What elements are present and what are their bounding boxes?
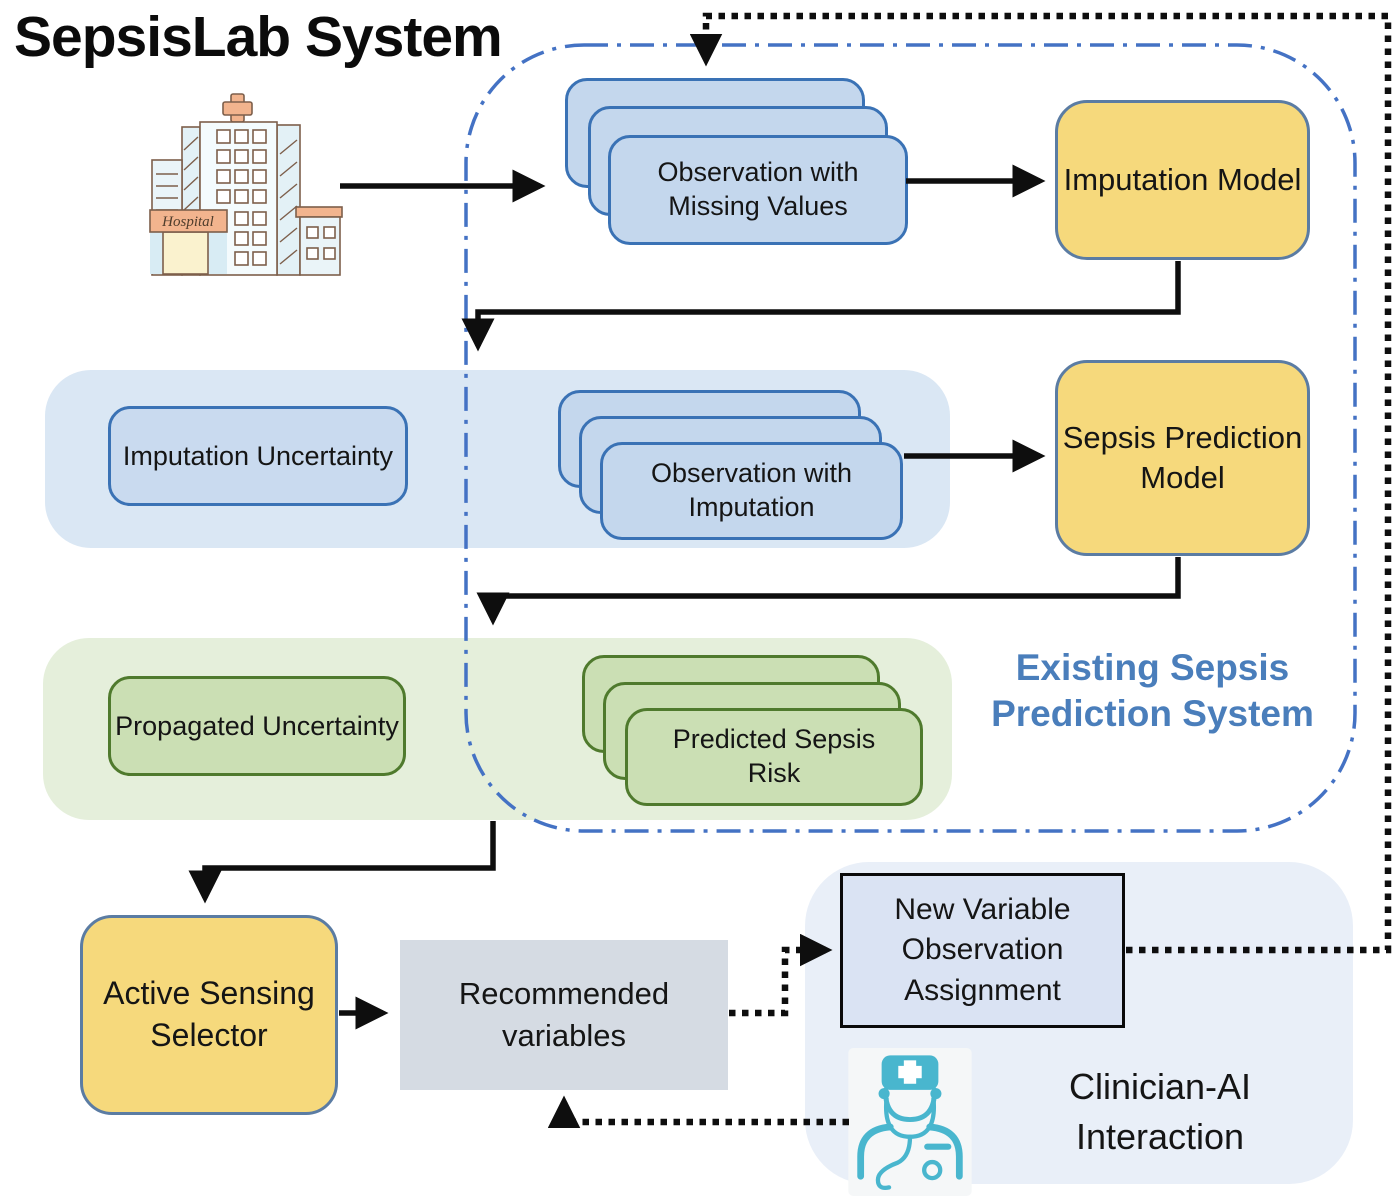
- hospital-windows: [216, 129, 267, 266]
- clinician-icon: [848, 1048, 972, 1196]
- stack-card-front: Observation with Missing Values: [608, 135, 908, 245]
- hospital-icon: Hospital: [146, 90, 343, 282]
- arrow-risk-band-to-active-sensing: [188, 821, 496, 904]
- propagated-uncertainty-box: Propagated Uncertainty: [108, 676, 406, 776]
- sepsis-prediction-model-label: Sepsis Prediction Model: [1062, 419, 1303, 495]
- obs-imputation-label: Observation with Imputation: [650, 458, 853, 522]
- new-variable-assignment-box: New Variable Observation Assignment: [840, 873, 1125, 1028]
- propagated-uncertainty-label: Propagated Uncertainty: [115, 710, 399, 741]
- hospital-sign-label: Hospital: [161, 214, 214, 230]
- new-variable-assignment-label: New Variable Observation Assignment: [894, 892, 1071, 1007]
- clinician-shoulders: [857, 1123, 963, 1180]
- page-title: SepsisLab System: [14, 5, 503, 69]
- recommended-variables-box: Recommended variables: [400, 940, 728, 1090]
- obs-missing-stack: Observation with Missing Values: [565, 78, 910, 246]
- imputation-uncertainty-label: Imputation Uncertainty: [122, 440, 394, 471]
- obs-imputation-stack: Observation with Imputation: [558, 390, 906, 542]
- existing-system-label: Existing Sepsis Prediction System: [991, 647, 1314, 735]
- arrow-imputation-model-to-imputed-band: [461, 261, 1181, 352]
- recommended-variables-label: Recommended variables: [458, 976, 670, 1053]
- arrow-sepsis-model-to-risk-band: [476, 557, 1181, 626]
- active-sensing-selector-box: Active Sensing Selector: [80, 915, 338, 1115]
- predicted-risk-label: Predicted Sepsis Risk: [672, 724, 876, 788]
- obs-missing-label: Observation with Missing Values: [657, 157, 859, 221]
- sepsis-prediction-model-box: Sepsis Prediction Model: [1055, 360, 1310, 556]
- imputation-model-label: Imputation Model: [1063, 161, 1302, 197]
- imputation-model-box: Imputation Model: [1055, 100, 1310, 260]
- active-sensing-selector-label: Active Sensing Selector: [103, 975, 315, 1053]
- imputation-uncertainty-box: Imputation Uncertainty: [108, 406, 408, 506]
- stack-card-front: Observation with Imputation: [600, 442, 903, 540]
- stack-card-front: Predicted Sepsis Risk: [625, 708, 923, 806]
- clinician-ai-label: Clinician-AI Interaction: [1068, 1066, 1252, 1158]
- predicted-risk-stack: Predicted Sepsis Risk: [582, 655, 926, 807]
